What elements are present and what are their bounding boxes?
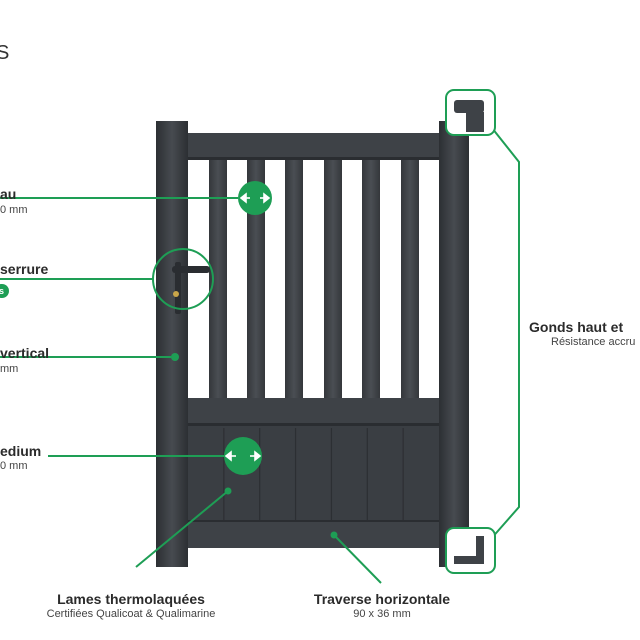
vertical-bar-2 (247, 160, 265, 398)
corner-mark: S (0, 42, 10, 64)
vertical-bar-5 (362, 160, 380, 398)
serrure-title: serrure (0, 261, 49, 277)
callout-circle-barreau (238, 181, 272, 215)
lower-panel (188, 426, 439, 520)
vertical-bars (209, 160, 419, 398)
handle-icon (172, 262, 210, 314)
bottom-hinge-icon (445, 527, 496, 574)
montant-title: vertical (0, 345, 50, 361)
top-rail (188, 133, 439, 160)
medium-title: edium (0, 443, 42, 459)
gonds-title: Gonds haut et (529, 319, 624, 335)
callout-circle-montant (171, 353, 179, 361)
vertical-bar-1 (209, 160, 227, 398)
callout-circle-medium (224, 437, 262, 475)
lames-detail: Certifiées Qualicoat & Qualimarine (46, 608, 216, 620)
serrure-badge-wrap: s (0, 281, 10, 299)
traverse-detail: 90 x 36 mm (353, 608, 411, 620)
leader-lines (0, 127, 520, 584)
hinge-icon (445, 89, 496, 136)
traverse-title: Traverse horizontale (313, 591, 451, 607)
barreau-detail: 0 mm (0, 204, 28, 216)
montant-detail: mm (0, 363, 19, 375)
medium-detail: 0 mm (0, 460, 28, 472)
middle-rail (188, 398, 439, 426)
bottom-rail (188, 520, 439, 548)
vertical-bar-3 (285, 160, 303, 398)
vertical-bar-4 (324, 160, 342, 398)
vertical-bar-6 (401, 160, 419, 398)
panel-boards (223, 428, 404, 520)
lames-title: Lames thermolaquées (57, 591, 205, 607)
barreau-title: au (0, 186, 17, 202)
serrure-badge: s (0, 284, 10, 298)
gonds-detail: Résistance accru (551, 336, 636, 348)
right-post (439, 121, 469, 567)
left-post (156, 121, 188, 567)
